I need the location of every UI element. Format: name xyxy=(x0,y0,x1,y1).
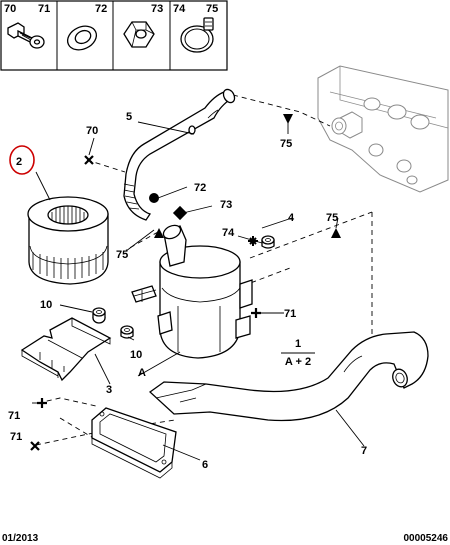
callout-74: 74 xyxy=(222,227,235,239)
header-cell-2-right-label: 72 xyxy=(95,3,107,15)
item-75-right-triangle-marker xyxy=(331,228,341,238)
item-75-top-triangle-marker xyxy=(283,114,293,124)
fraction-denominator: A + 2 xyxy=(285,356,311,368)
footer-reference: 00005246 xyxy=(404,533,449,544)
header-cell-4-right-label: 75 xyxy=(206,3,218,15)
callout-5: 5 xyxy=(126,111,132,123)
assembly-fraction-note: 1 A + 2 xyxy=(285,338,311,368)
item-74-cross-marker xyxy=(248,236,258,246)
item-71-bottom-cross-marker xyxy=(30,441,40,451)
callout-10-lower: 10 xyxy=(130,349,142,361)
item-73-diamond-marker xyxy=(172,205,188,221)
header-cell-3-right-label: 73 xyxy=(151,3,163,15)
header-cell-1-left-label: 70 xyxy=(4,3,16,15)
parts-header-table: 70 71 72 73 74 75 xyxy=(0,0,228,71)
part-6-intake-flange xyxy=(91,407,177,479)
callout-labels: 2 70 5 75 72 73 4 74 75 75 10 10 71 3 A … xyxy=(8,111,367,471)
fraction-numerator: 1 xyxy=(295,338,301,350)
part-10-upper-rubber-mount xyxy=(92,307,106,324)
callout-71-bottom: 71 xyxy=(10,431,22,443)
item-70-cross-marker xyxy=(84,155,94,165)
callout-73: 73 xyxy=(220,199,232,211)
callout-71-right: 71 xyxy=(284,308,296,320)
item-71-right-cross-marker xyxy=(251,308,261,318)
callout-75-top: 75 xyxy=(280,138,292,150)
callout-3: 3 xyxy=(106,384,112,396)
callout-2: 2 xyxy=(16,156,22,168)
washer-ring-icon xyxy=(66,25,98,51)
nut-icon xyxy=(123,21,155,48)
header-cell-1-right-label: 71 xyxy=(38,3,50,15)
highlight-circle-item-2 xyxy=(9,145,35,175)
callout-7: 7 xyxy=(361,445,367,457)
bolt-washer-icon xyxy=(7,22,45,49)
part-1-filter-housing xyxy=(131,224,253,359)
callout-10-upper: 10 xyxy=(40,299,52,311)
part-5-intake-tube xyxy=(123,88,236,221)
callout-70: 70 xyxy=(86,125,98,137)
callout-4: 4 xyxy=(288,212,295,224)
callout-72: 72 xyxy=(194,182,206,194)
engine-manifold-context-drawing xyxy=(317,65,449,193)
footer-date: 01/2013 xyxy=(2,533,39,544)
header-cell-4-left-label: 74 xyxy=(173,3,186,15)
part-10-lower-rubber-mount xyxy=(120,325,134,339)
callout-a: A xyxy=(138,367,146,379)
item-72-circle-marker xyxy=(149,193,159,203)
part-3-mounting-bracket xyxy=(20,317,112,382)
item-71-left-cross-marker xyxy=(37,398,47,408)
callout-75-left: 75 xyxy=(116,249,128,261)
callout-75-right: 75 xyxy=(326,212,338,224)
part-2-filter-cartridge xyxy=(27,196,109,285)
part-4-rubber-grommet xyxy=(261,235,275,249)
hose-clamp-icon xyxy=(180,17,214,53)
callout-71-left: 71 xyxy=(8,410,20,422)
part-7-air-duct xyxy=(148,331,429,422)
callout-6: 6 xyxy=(202,459,208,471)
item-75-left-triangle-marker xyxy=(154,228,164,238)
